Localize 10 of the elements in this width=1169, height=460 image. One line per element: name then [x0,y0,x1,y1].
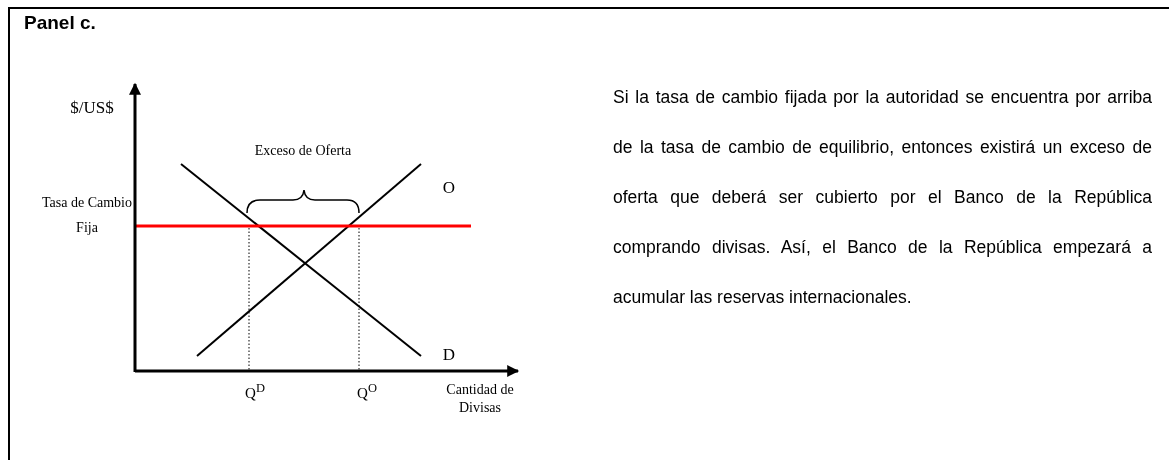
annotation-label: Exceso de Oferta [253,142,353,160]
axis-label: Cantidad de Divisas [445,381,515,416]
tick-label: Q$^{D}$ [244,381,266,403]
curve-label: D [441,344,457,366]
panel-title: Panel c. [24,12,96,34]
body-paragraph: Si la tasa de cambio fijada por la autoridad se encuentra por arriba de la tasa de cambio de equilibrio, entonces existirá un exceso de oferta que deberá ser cubierto por el Banco de la República comprando divisas. Así, el Banco de la República empezará a acumular las reservas internacionales. [613,86,1152,309]
axis-label: $/US$ [69,97,115,119]
tick-label: Q$^{O}$ [356,381,378,403]
curve-label: O [441,177,457,199]
axis-label: Tasa de Cambio Fija [42,194,132,237]
